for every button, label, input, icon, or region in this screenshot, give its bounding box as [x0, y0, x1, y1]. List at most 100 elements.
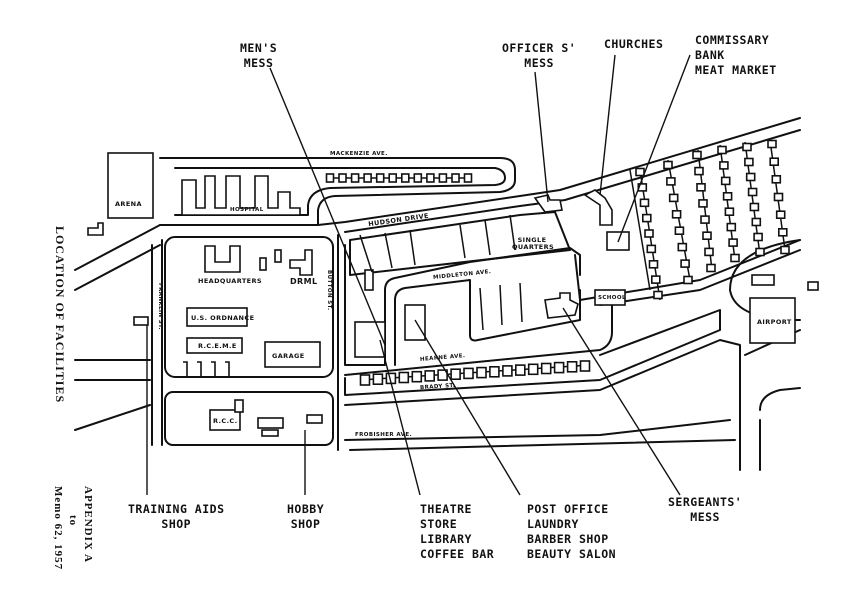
east-house-e [744, 157, 754, 167]
middleton-row-2 [499, 284, 503, 326]
commissary-leader [617, 54, 691, 243]
east-house-b [674, 226, 685, 235]
hearne-ave-lower [344, 299, 613, 376]
officers-mess-building [533, 194, 563, 213]
brady-house [359, 374, 371, 386]
callout-leaders [146, 54, 691, 496]
ordnance-label: U.S. ORDNANCE [191, 314, 255, 322]
theatre-label-line-1: THEATRE [420, 502, 472, 516]
brady-house [476, 366, 487, 379]
brady-house [437, 369, 448, 381]
west-road-upper [74, 224, 161, 271]
hudson-drive-road [317, 117, 801, 226]
small-rcc-east [306, 414, 323, 424]
post-office-label-line-1: POST OFFICE [527, 502, 609, 516]
rceme-sheds [183, 361, 230, 378]
theatre-label: THEATRE STORE LIBRARY COFFEE BAR [420, 502, 494, 562]
officers-mess-label-line-2: MESS [524, 56, 554, 70]
churches-label: CHURCHES [604, 37, 663, 52]
east-house-f [775, 210, 786, 219]
commissary-label-line-1: COMMISSARY [695, 33, 770, 47]
quarters-row-2 [384, 232, 393, 269]
hobby-shop-label: HOBBY SHOP [287, 502, 324, 532]
small-west-building [87, 222, 104, 236]
mens-mess-building [354, 321, 386, 358]
brady-house [372, 373, 384, 386]
school-building [594, 289, 626, 306]
mens-mess-leader [269, 67, 386, 346]
button-st-label: BUTTON ST. [326, 270, 332, 311]
single-quarters-label: SINGLE QUARTERS [512, 236, 555, 251]
officers-mess-label: OFFICER S' MESS [502, 41, 576, 71]
airport-label: AIRPORT [757, 318, 792, 326]
brady-house [424, 370, 436, 382]
east-house-c [700, 215, 710, 224]
school-label: SCHOOL [598, 295, 626, 301]
house-rows [325, 139, 790, 386]
location-title: LOCATION OF FACILITIES [53, 226, 67, 404]
brady-house [463, 367, 474, 380]
hobby-shop-label-line-1: HOBBY [287, 502, 325, 516]
quarters-row-3 [409, 229, 416, 266]
small-hq-building-2 [274, 249, 282, 263]
east-house-e [747, 187, 758, 197]
sergeants-mess-label-line-1: SERGEANTS' [668, 495, 743, 509]
brady-house [553, 361, 565, 374]
far-east-building [807, 281, 819, 291]
commissary-label-line-3: MEAT MARKET [695, 63, 777, 77]
to-title: to [67, 515, 79, 527]
commissary-label: COMMISSARY BANK MEAT MARKET [695, 33, 777, 78]
east-house-c [696, 183, 706, 192]
sergeants-mess-building [544, 292, 579, 319]
rceme-building [186, 337, 243, 354]
middleton-row-3 [519, 282, 523, 323]
frobisher-ave-bottom [349, 439, 736, 451]
brady-house [398, 371, 410, 384]
mackenzie-ave-road [159, 157, 516, 226]
east-house-d [720, 176, 731, 186]
mackenzie-house [325, 173, 335, 183]
mackenzie-house [451, 173, 460, 183]
arena-label: ARENA [115, 200, 142, 208]
far-left-road-3 [74, 404, 151, 431]
arena-building [107, 152, 154, 219]
east-house-f [773, 192, 784, 202]
hospital-label: HOSPITAL [230, 207, 264, 213]
commissary-house-col [629, 169, 651, 291]
middleton-row-1 [479, 287, 484, 331]
post-office-label-line-3: BARBER SHOP [527, 532, 609, 546]
east-house-d [717, 145, 727, 155]
east-house-c [692, 150, 702, 160]
sergeants-mess-leader [562, 307, 681, 496]
east-house-a [650, 275, 661, 284]
east-house-d [728, 238, 738, 247]
brady-house [579, 360, 591, 372]
drml-building [289, 249, 313, 276]
frobisher-ave-label: FROBISHER AVE. [355, 432, 412, 438]
theatre-label-line-2: STORE [420, 517, 458, 531]
east-house-d [730, 253, 740, 263]
brady-house [540, 362, 552, 375]
drml-label: DRML [290, 277, 318, 286]
single-quarters-block [349, 211, 571, 276]
airport-building [749, 297, 796, 344]
garage-building [264, 341, 321, 368]
frobisher-ave-road [344, 339, 741, 471]
east-house-b [668, 193, 679, 203]
hearne-ave-road [394, 279, 581, 366]
east-house-b [683, 275, 693, 285]
churches-label-line-1: CHURCHES [604, 37, 664, 51]
east-house-a [641, 213, 652, 223]
brady-house [411, 370, 423, 383]
rcc-label: R.C.C. [213, 417, 238, 425]
east-house-e [755, 247, 765, 257]
franklin-st-label: FRANKLIN ST. [157, 283, 163, 330]
mackenzie-ave-label: MACKENZIE AVE. [330, 151, 388, 157]
east-house-c [698, 199, 708, 208]
east-house-d [719, 161, 729, 170]
east-house-f [777, 228, 788, 237]
theatre-building [404, 304, 426, 341]
mens-mess-annex [364, 269, 374, 291]
east-house-c [704, 247, 714, 257]
